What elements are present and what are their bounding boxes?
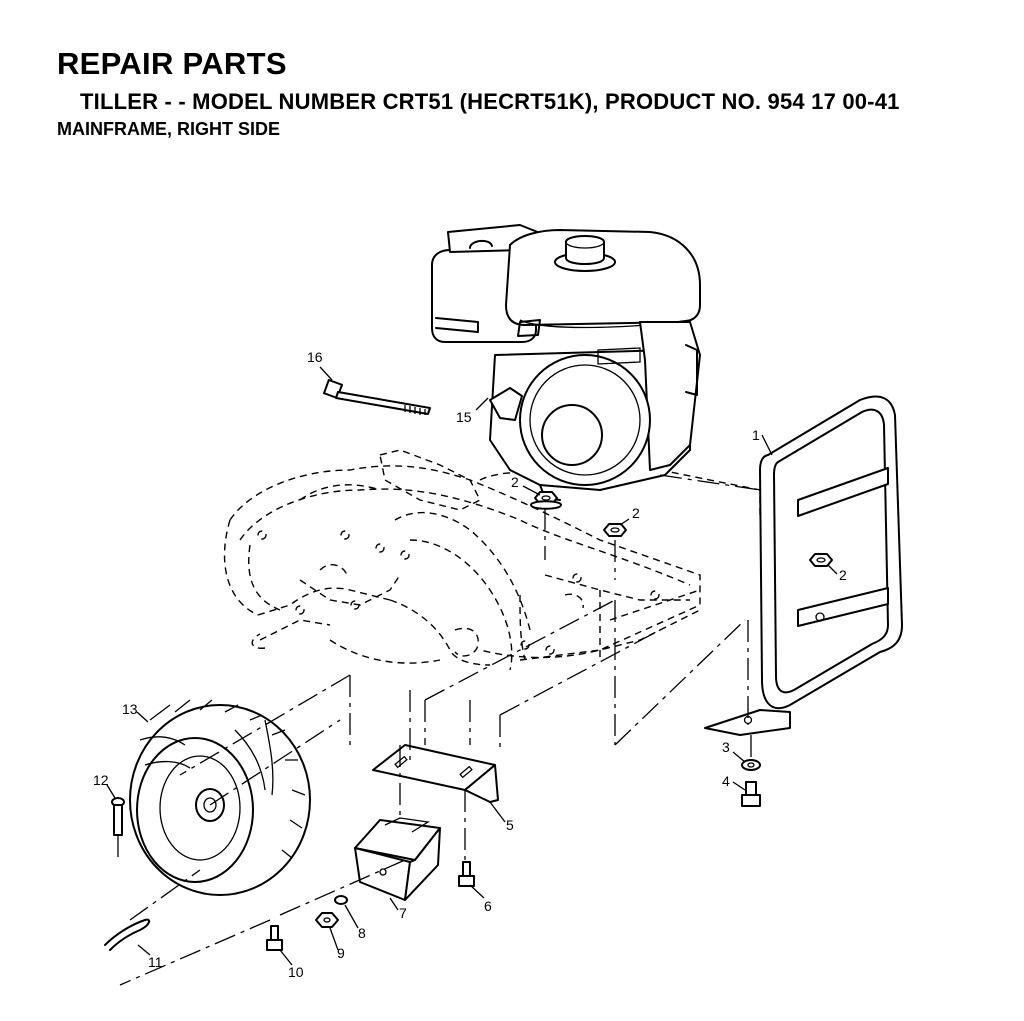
bumper-guard <box>704 395 903 736</box>
block-weight <box>354 817 441 901</box>
callout-15: 15 <box>456 409 472 425</box>
callout-10: 10 <box>288 964 304 980</box>
mainframe-dashed <box>223 449 761 671</box>
engine <box>431 224 701 501</box>
clevis-pin <box>111 797 125 836</box>
callout-6: 6 <box>484 898 492 914</box>
washer <box>741 759 761 771</box>
callout-4: 4 <box>722 773 730 789</box>
callout-1: 1 <box>752 427 760 443</box>
callout-8: 8 <box>358 925 366 941</box>
callout-2: 2 <box>839 567 847 583</box>
flange-nut <box>530 491 562 510</box>
callout-9: 9 <box>337 945 345 961</box>
flange-nut <box>603 523 627 537</box>
callout-12: 12 <box>93 772 109 788</box>
assembly-lines <box>117 474 761 986</box>
hex-bolt <box>458 861 475 887</box>
callout-3: 3 <box>722 739 730 755</box>
leader-lines <box>106 366 838 966</box>
callout-2: 2 <box>632 505 640 521</box>
section-title: MAINFRAME, RIGHT SIDE <box>57 119 280 139</box>
callout-5: 5 <box>506 817 514 833</box>
callout-16: 16 <box>307 349 323 365</box>
flange-nut <box>809 553 833 567</box>
callout-11: 11 <box>148 954 163 970</box>
callout-2: 2 <box>511 474 519 490</box>
page-subtitle: TILLER - - MODEL NUMBER CRT51 (HECRT51K)… <box>80 89 900 114</box>
hex-bolt <box>266 925 283 951</box>
cable-tie <box>323 379 431 415</box>
wheel-assembly <box>129 699 311 896</box>
hairpin-clip <box>104 918 151 951</box>
hex-bolt <box>741 781 761 807</box>
callout-7: 7 <box>399 905 407 921</box>
page-title: REPAIR PARTS <box>57 46 287 81</box>
mounting-bracket <box>372 744 499 803</box>
callout-13: 13 <box>122 701 138 717</box>
hex-nut <box>315 912 339 928</box>
lock-washer <box>334 895 348 905</box>
